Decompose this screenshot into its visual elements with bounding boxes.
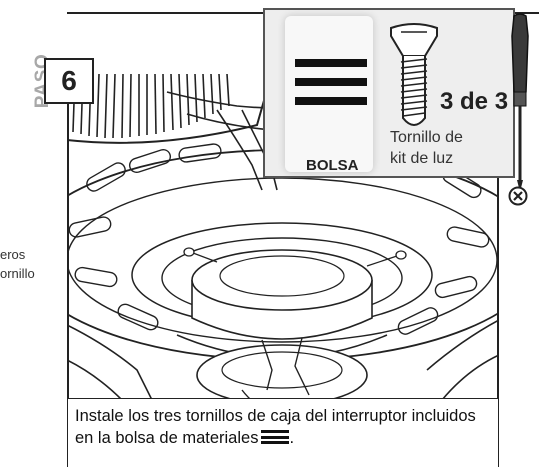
screw-label-line-1: Tornillo de [390, 129, 463, 146]
step-number: 6 [44, 58, 94, 104]
screw-icon [390, 23, 438, 126]
side-note-line-2: ornillo [0, 266, 35, 281]
ceiling-fan-illustration [67, 73, 499, 416]
bag-card [285, 16, 373, 172]
circle-x-icon [508, 186, 528, 206]
instruction-caption: Instale los tres tornillos de caja del i… [67, 398, 499, 467]
screwdriver-icon [511, 13, 529, 188]
bag-three-bars-icon [295, 59, 367, 105]
screw-label-line-2: kit de luz [390, 150, 454, 167]
side-note-line-1: eros [0, 247, 26, 262]
bag-label: BOLSA [306, 157, 359, 174]
parts-panel: BOLSA 3 de 3 Tornillo de kit de luz [263, 8, 515, 178]
quantity-label: 3 de 3 [440, 88, 509, 115]
instruction-period: . [289, 429, 295, 447]
instruction-text: Instale los tres tornillos de caja del i… [75, 407, 476, 447]
screw-label: Tornillo de kit de luz [390, 127, 463, 169]
bag-inline-icon [261, 430, 290, 444]
